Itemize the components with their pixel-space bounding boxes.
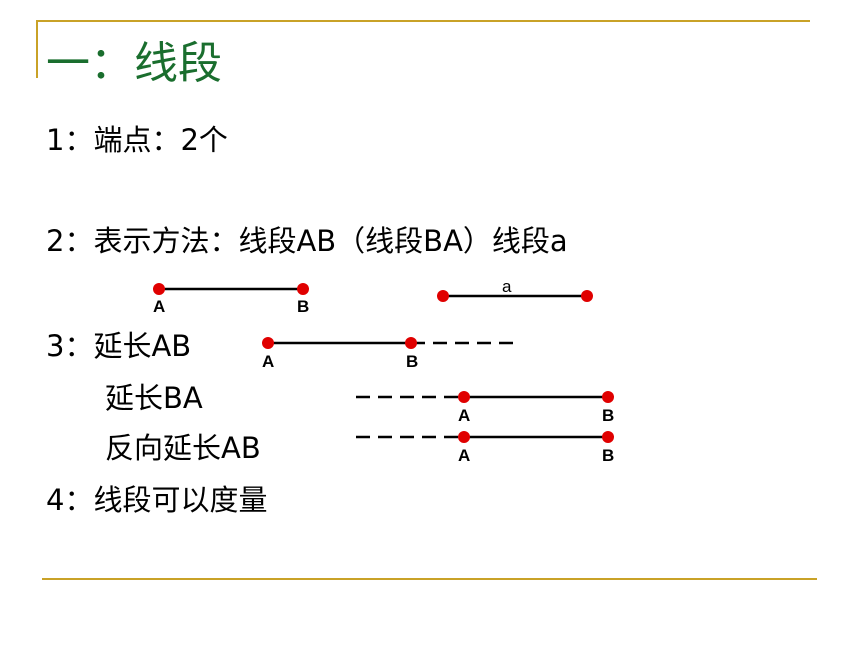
item-endpoints: 1：端点：2个 xyxy=(46,123,228,157)
top-rule xyxy=(36,20,810,22)
extend-ab-label-b: B xyxy=(406,352,418,371)
item-extend-ba: 延长BA xyxy=(105,381,203,415)
item-measurable: 4：线段可以度量 xyxy=(46,483,268,517)
extend-ba-point-b xyxy=(602,391,614,403)
bottom-rule xyxy=(42,578,817,580)
segment-a-label: a xyxy=(502,277,512,296)
point-b-label: B xyxy=(297,297,309,316)
segment-a-start-dot xyxy=(437,290,449,302)
segment-a-end-dot xyxy=(581,290,593,302)
left-rule xyxy=(36,20,38,78)
extend-ab-figure: A B xyxy=(262,337,515,371)
point-a-label: A xyxy=(153,297,165,316)
reverse-extend-ab-point-b xyxy=(602,431,614,443)
reverse-extend-ab-label-b: B xyxy=(602,446,614,465)
extend-ab-point-a xyxy=(262,337,274,349)
reverse-extend-ab-point-a xyxy=(458,431,470,443)
point-b-dot xyxy=(297,283,309,295)
item-extend-ab: 3：延长AB xyxy=(46,329,192,363)
segment-ab-figure: A B xyxy=(153,283,309,316)
item-notation: 2：表示方法：线段AB（线段BA）线段a xyxy=(46,224,568,258)
extend-ba-point-a xyxy=(458,391,470,403)
extend-ab-point-b xyxy=(405,337,417,349)
reverse-extend-ab-figure: A B xyxy=(356,431,614,465)
extend-ba-label-a: A xyxy=(458,406,470,425)
item-reverse-extend-ab: 反向延长AB xyxy=(105,431,261,465)
extend-ba-label-b: B xyxy=(602,406,614,425)
extend-ba-figure: A B xyxy=(356,391,614,425)
slide-title: 一：线段 xyxy=(46,38,222,89)
extend-ab-label-a: A xyxy=(262,352,274,371)
segment-a-figure: a xyxy=(437,277,593,302)
reverse-extend-ab-label-a: A xyxy=(458,446,470,465)
point-a-dot xyxy=(153,283,165,295)
